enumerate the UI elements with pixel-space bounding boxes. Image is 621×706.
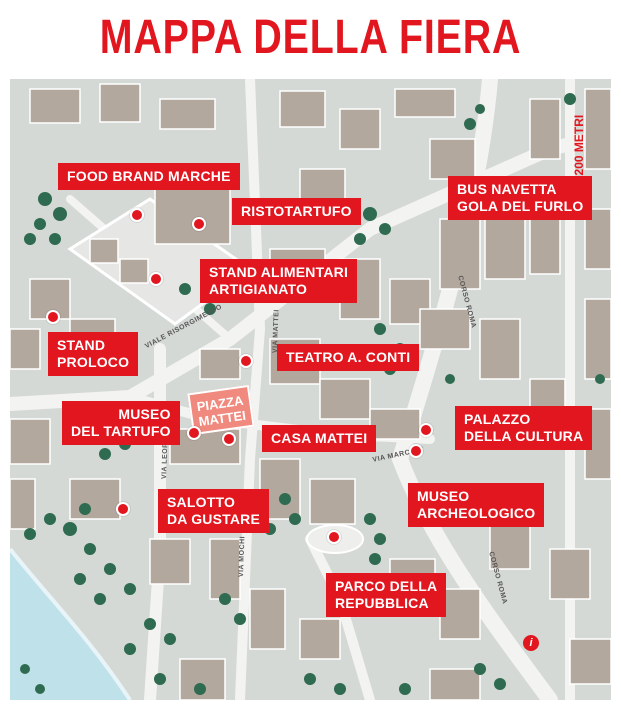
pin-salotto[interactable] [116, 502, 130, 516]
label-museo-del-tartufo[interactable]: MUSEO DEL TARTUFO [62, 401, 180, 445]
label-bus-navetta[interactable]: BUS NAVETTA GOLA DEL FURLO [448, 176, 593, 220]
label-parco-della-repubblica[interactable]: PARCO DELLA REPUBBLICA [326, 573, 447, 617]
pin-parco[interactable] [327, 530, 341, 544]
label-line: REPUBBLICA [335, 595, 429, 611]
pin-casa-mattei[interactable] [222, 432, 236, 446]
info-icon[interactable]: i [523, 635, 539, 651]
pin-palazzo-cultura[interactable] [419, 423, 433, 437]
label-ristotartufo[interactable]: RISTOTARTUFO [232, 198, 361, 225]
fair-map: VIALE RISORGIMENTO VIA MATTEI VIA LEOPAR… [10, 79, 611, 700]
label-line: MUSEO [118, 406, 171, 422]
label-line: PROLOCO [57, 354, 130, 370]
label-line: SALOTTO [167, 494, 236, 510]
pin-stand-alimentari[interactable] [149, 272, 163, 286]
label-line: ARTIGIANATO [209, 281, 308, 297]
label-line: STAND [57, 337, 106, 353]
label-line: TEATRO A. CONTI [286, 349, 411, 365]
label-line: DA GUSTARE [167, 511, 260, 527]
label-teatro-a-conti[interactable]: TEATRO A. CONTI [277, 344, 420, 371]
label-line: CASA MATTEI [271, 430, 368, 446]
label-line: PALAZZO [464, 411, 531, 427]
pin-ristotartufo[interactable] [192, 217, 206, 231]
label-line: FOOD BRAND MARCHE [67, 168, 231, 184]
pin-museo-archeologico[interactable] [409, 444, 423, 458]
map-title: MAPPA DELLA FIERA [99, 11, 522, 64]
label-line: STAND ALIMENTARI [209, 264, 349, 280]
label-museo-archeologico[interactable]: MUSEO ARCHEOLOGICO [408, 483, 545, 527]
label-casa-mattei[interactable]: CASA MATTEI [262, 425, 377, 452]
pin-museo-tartufo[interactable] [187, 426, 201, 440]
label-line: ARCHEOLOGICO [417, 505, 536, 521]
label-line: BUS NAVETTA [457, 181, 557, 197]
pin-stand-proloco[interactable] [46, 310, 60, 324]
label-line: PARCO DELLA [335, 578, 438, 594]
label-line: DELLA CULTURA [464, 428, 584, 444]
label-stand-proloco[interactable]: STAND PROLOCO [48, 332, 139, 376]
label-line: DEL TARTUFO [71, 423, 171, 439]
label-line: MUSEO [417, 488, 470, 504]
street-via-mochi: VIA MOCHI [238, 535, 247, 578]
pin-teatro[interactable] [239, 354, 253, 368]
pin-food-brand[interactable] [130, 208, 144, 222]
label-salotto-da-gustare[interactable]: SALOTTO DA GUSTARE [158, 489, 269, 533]
label-line: RISTOTARTUFO [241, 203, 352, 219]
label-stand-alimentari[interactable]: STAND ALIMENTARI ARTIGIANATO [200, 259, 358, 303]
label-food-brand-marche[interactable]: FOOD BRAND MARCHE [58, 163, 240, 190]
label-line: GOLA DEL FURLO [457, 198, 584, 214]
label-palazzo-della-cultura[interactable]: PALAZZO DELLA CULTURA [455, 406, 593, 450]
